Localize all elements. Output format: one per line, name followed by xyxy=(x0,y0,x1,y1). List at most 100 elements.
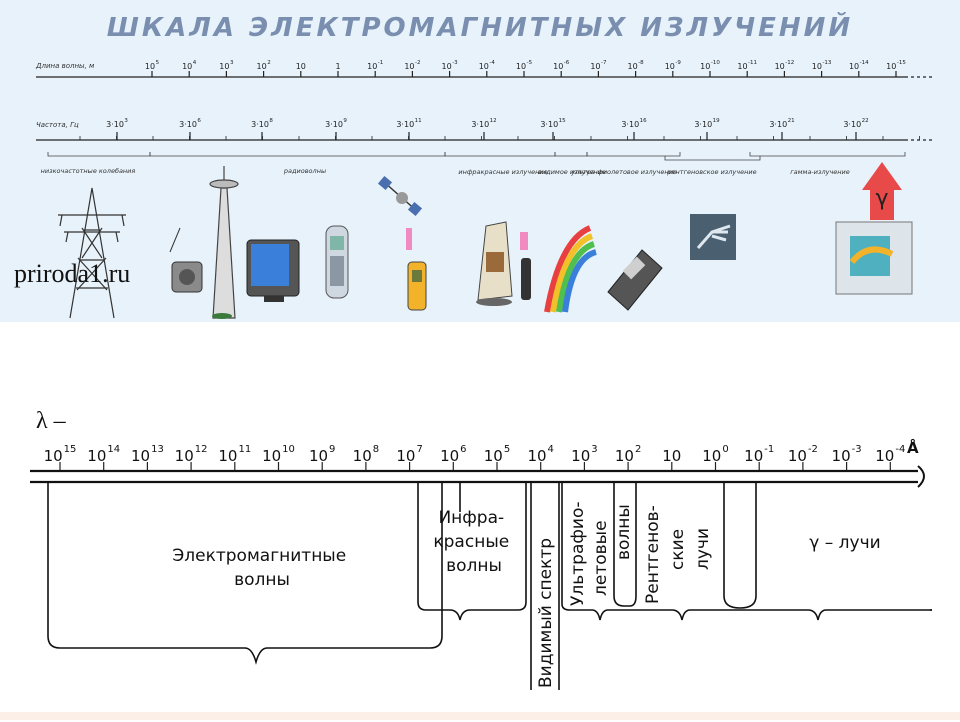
bottom-tick-label-10: 105 xyxy=(484,444,510,465)
bottom-tick-label-11: 104 xyxy=(527,444,553,465)
region-infrared-line1: Инфра- xyxy=(438,508,504,528)
gamma-symbol: γ xyxy=(875,186,888,211)
wavelength-tick-label-0: 105 xyxy=(145,60,160,71)
bottom-tick-label-16: 10-1 xyxy=(744,444,774,465)
region-xray-line3: лучи xyxy=(693,528,713,570)
wavelength-tick-label-14: 10-9 xyxy=(665,60,682,71)
rainbow-illustration xyxy=(544,225,598,313)
microwave-source-illustration xyxy=(406,228,427,311)
band-label-gamma: гамма-излучение xyxy=(790,168,850,176)
wavelength-tick-label-6: 10-1 xyxy=(367,60,383,71)
bottom-tick-label-0: 1015 xyxy=(44,444,77,465)
wavelength-tick-label-20: 10-15 xyxy=(886,60,906,71)
region-infrared: Инфра- красные волны xyxy=(433,508,514,576)
bottom-tick-label-8: 107 xyxy=(396,444,422,465)
wavelength-tick-label-15: 10-10 xyxy=(700,60,720,71)
bottom-tick-label-6: 109 xyxy=(309,444,335,465)
frequency-tick-label-7: 3·1016 xyxy=(621,118,647,129)
band-label-low-frequency-text: низкочастотные колебания xyxy=(41,167,136,175)
band-label-radio: радиоволны xyxy=(283,167,326,175)
region-em-waves: Электромагнитные волны xyxy=(172,546,351,590)
wavelength-tick-label-3: 102 xyxy=(257,60,271,71)
region-ultraviolet-line3: волны xyxy=(614,504,634,560)
region-brackets xyxy=(47,482,932,690)
region-ultraviolet-line1: Ультрафио- xyxy=(568,502,588,606)
region-em-waves-line2: волны xyxy=(234,570,290,590)
frequency-tick-label-8: 3·1019 xyxy=(694,118,720,129)
wavelength-tick-label-2: 103 xyxy=(219,60,234,71)
wavelength-tick-label-10: 10-5 xyxy=(516,60,533,71)
wavelength-axis-label: Длина волны, м xyxy=(35,62,95,70)
frequency-tick-label-1: 3·106 xyxy=(179,118,201,129)
xray-hand-illustration xyxy=(690,214,736,260)
wavelength-tick-label-7: 10-2 xyxy=(404,60,420,71)
frequency-tick-label-2: 3·108 xyxy=(251,118,273,129)
wavelength-tick-label-16: 10-11 xyxy=(737,60,757,71)
scale-line-end-cap xyxy=(917,465,925,488)
band-brackets xyxy=(47,152,906,161)
bottom-tick-label-4: 1011 xyxy=(218,444,251,465)
bottom-tick-label-1: 1014 xyxy=(87,444,120,465)
tower-illustration xyxy=(209,166,239,319)
bottom-tick-label-9: 106 xyxy=(440,444,466,465)
band-label-low-frequency: низкочастотные колебания xyxy=(41,167,136,175)
wavelength-tick-label-11: 10-6 xyxy=(553,60,570,71)
tv-illustration xyxy=(246,239,300,302)
wavelength-tick-label-17: 10-12 xyxy=(775,60,795,71)
frequency-tick-label-5: 3·1012 xyxy=(471,118,496,129)
wavelength-tick-label-4: 10 xyxy=(296,62,306,71)
region-gamma: γ – лучи xyxy=(809,533,880,553)
bottom-strip xyxy=(0,712,960,720)
bottom-ticks: 1015 1014 1013 1012 1011 1010 109 108 107 106 105 1… xyxy=(44,444,905,471)
bottom-tick-label-17: 10-2 xyxy=(788,444,818,465)
satellite-illustration xyxy=(377,175,423,217)
iron-illustration xyxy=(476,221,531,306)
region-ultraviolet-line2: летовые xyxy=(591,520,611,596)
bottom-tick-label-12: 103 xyxy=(571,444,597,465)
bottom-tick-label-14: 10 xyxy=(662,447,681,465)
bottom-tick-label-7: 108 xyxy=(353,444,379,465)
wavelength-tick-label-13: 10-8 xyxy=(628,60,645,71)
wavelength-tick-label-9: 10-4 xyxy=(479,60,496,71)
lambda-label: λ – xyxy=(36,408,67,434)
wavelength-tick-label-18: 10-13 xyxy=(812,60,832,71)
wavelength-tick-label-19: 10-14 xyxy=(849,60,869,71)
frequency-axis-label: Частота, Гц xyxy=(36,121,79,129)
region-visible: Видимый спектр xyxy=(536,538,556,688)
band-label-visible: видимое излучение xyxy=(538,168,606,176)
wavelength-tick-label-12: 10-7 xyxy=(590,60,607,71)
top-panel xyxy=(0,0,960,322)
frequency-tick-label-9: 3·1021 xyxy=(769,118,794,129)
region-xray-line1: Рентгенов- xyxy=(643,505,663,604)
frequency-tick-label-3: 3·109 xyxy=(325,118,347,129)
bottom-tick-label-19: 10-4 xyxy=(875,444,905,465)
mobile-phone-illustration xyxy=(325,225,349,299)
angstrom-unit-label: Å xyxy=(907,438,919,457)
bottom-tick-label-5: 1010 xyxy=(262,444,295,465)
frequency-tick-label-0: 3·103 xyxy=(106,118,128,129)
wavelength-tick-label-8: 10-3 xyxy=(442,60,459,71)
region-infrared-line2: красные xyxy=(433,532,509,552)
gamma-source-illustration: γ xyxy=(835,162,913,295)
radio-illustration xyxy=(169,227,203,293)
wavelength-tick-label-1: 104 xyxy=(182,60,197,71)
uv-lamp-illustration xyxy=(607,249,663,311)
bottom-tick-label-3: 1012 xyxy=(175,444,208,465)
bottom-tick-label-18: 10-3 xyxy=(832,444,862,465)
power-tower-illustration xyxy=(58,187,126,319)
site-watermark: priroda1.ru xyxy=(14,259,130,288)
wavelength-tick-label-5: 1 xyxy=(335,62,340,71)
region-xray-line2: ские xyxy=(668,529,688,570)
bottom-tick-label-2: 1013 xyxy=(131,444,164,465)
band-label-infrared: инфракрасные излучение xyxy=(458,168,547,176)
band-label-xray: рентгеновское излучение xyxy=(666,168,756,176)
frequency-tick-label-10: 3·1022 xyxy=(843,118,868,129)
diagram-title: ШКАЛА ЭЛЕКТРОМАГНИТНЫХ ИЗЛУЧЕНИЙ xyxy=(107,11,853,43)
band-label-ultraviolet: ультра-фиолетовое излучение xyxy=(570,168,677,176)
region-em-waves-line1: Электромагнитные xyxy=(172,546,346,566)
bottom-tick-label-13: 102 xyxy=(615,444,641,465)
region-infrared-line3: волны xyxy=(446,556,502,576)
